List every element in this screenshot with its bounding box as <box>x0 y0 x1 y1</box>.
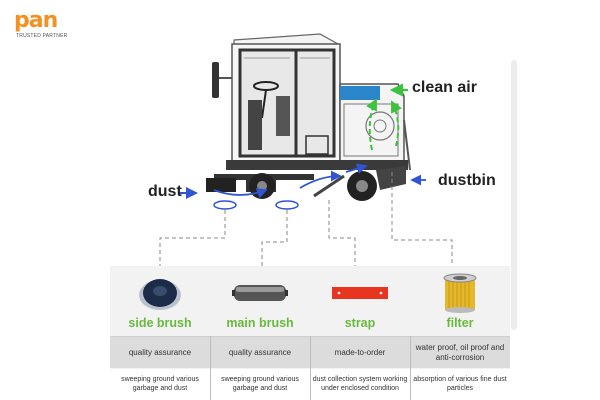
air-flow-arrows <box>366 83 408 151</box>
dust-flow-arrows <box>178 163 426 199</box>
component-feature: quality assurance <box>210 336 310 368</box>
brand-logo: pan TRUSTED PARTNER <box>12 8 72 42</box>
component-description: absorption of various fine dust particle… <box>410 369 510 400</box>
component-description: sweeping ground various garbage and dust <box>110 369 210 400</box>
column-divider <box>310 336 311 400</box>
component-title: strap <box>344 316 376 330</box>
component-side-brush: side brush quality assurance sweeping gr… <box>110 266 210 400</box>
component-feature: quality assurance <box>110 336 210 368</box>
filter-image <box>410 272 510 314</box>
callout-connectors <box>159 172 453 266</box>
component-title: main brush <box>226 316 294 330</box>
component-description: sweeping ground various garbage and dust <box>210 369 310 400</box>
scrollbar[interactable] <box>511 60 517 330</box>
component-feature: water proof, oil proof and anti-corrosio… <box>410 336 510 368</box>
component-strap: strap made-to-order dust collection syst… <box>310 266 410 400</box>
component-title: side brush <box>128 316 192 330</box>
column-divider <box>410 336 411 400</box>
strap-image <box>310 272 410 314</box>
component-main-brush: main brush quality assurance sweeping gr… <box>210 266 310 400</box>
component-feature: made-to-order <box>310 336 410 368</box>
logo-tagline: TRUSTED PARTNER <box>16 33 68 39</box>
sweeper-machine <box>206 33 411 210</box>
component-title: filter <box>446 316 474 330</box>
component-description: dust collection system working under enc… <box>310 369 410 400</box>
label-dustbin: dustbin <box>438 172 496 189</box>
side-brush-image <box>110 272 210 314</box>
column-divider <box>210 336 211 400</box>
logo-text: pan <box>14 8 58 33</box>
label-clean-air: clean air <box>412 79 477 96</box>
main-brush-image <box>210 272 310 314</box>
component-filter: filter water proof, oil proof and anti-c… <box>410 266 510 400</box>
label-dust: dust <box>148 183 182 200</box>
